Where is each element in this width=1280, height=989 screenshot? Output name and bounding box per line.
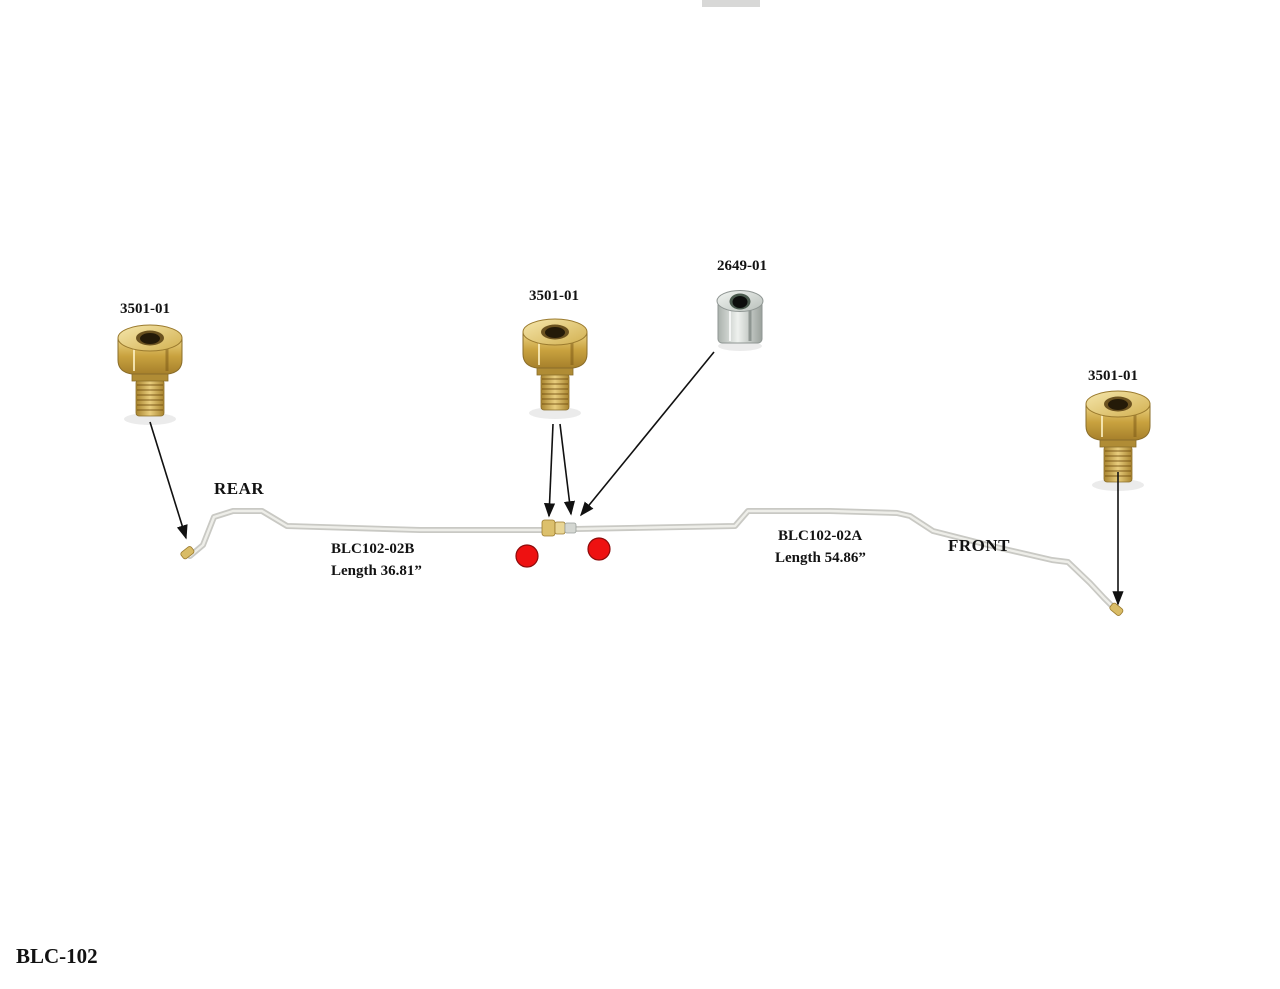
tube-union-label: 2649-01 [717,258,767,274]
rear-flare-nut-image [116,323,184,427]
rear-flare-nut-label: 3501-01 [120,301,170,317]
section-front-part-number: BLC102-02A [778,528,863,544]
arrow-tube-union [579,351,715,517]
red-marker-right [587,537,611,561]
top-image-artifact [702,0,760,7]
tube-union-image [715,289,765,353]
arrow-center-right [559,423,576,516]
center-union-on-line [541,519,577,537]
section-rear-part-number: BLC102-02B [331,541,415,557]
center-flare-nut-image [521,317,589,421]
front-flare-nut-label: 3501-01 [1088,368,1138,384]
rear-tube-end-fitting [180,546,195,560]
center-flare-nut-label: 3501-01 [529,288,579,304]
red-marker-left [515,544,539,568]
rear-label: REAR [214,479,265,498]
front-tube-end-fitting [1109,602,1124,616]
front-label: FRONT [948,536,1010,555]
section-front-length: Length 54.86” [775,550,866,566]
brake-line [187,508,1119,613]
arrow-center-left [543,423,556,518]
callout-arrows [149,351,1124,606]
section-rear-length: Length 36.81” [331,563,422,579]
kit-code: BLC-102 [16,944,98,968]
arrow-rear-flare-nut [149,421,188,540]
